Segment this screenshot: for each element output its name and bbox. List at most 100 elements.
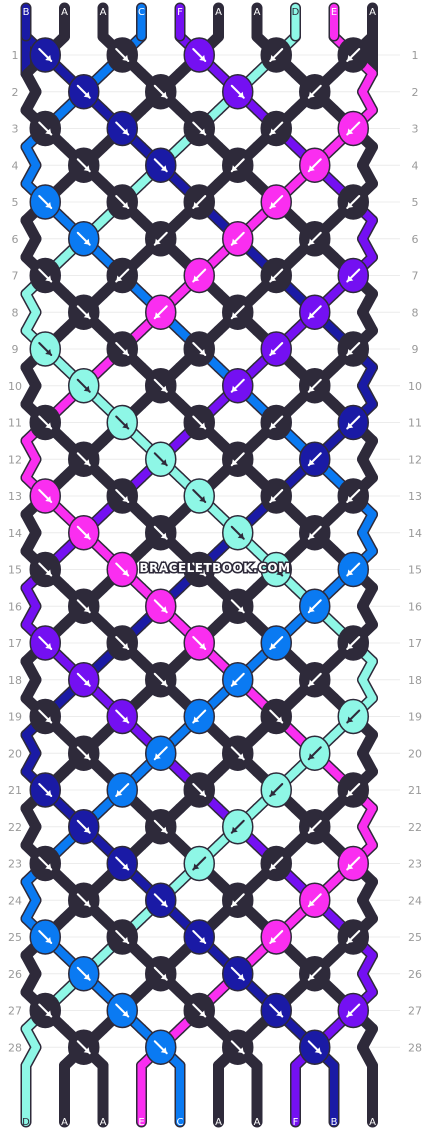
knot [260,845,292,882]
knot [299,441,331,477]
knot-arrow-head [122,863,129,870]
knot [299,147,331,183]
knot-arrow-head [199,128,206,135]
row-number-left: 27 [8,1005,22,1018]
knot [29,404,61,441]
row-number-left: 22 [8,821,22,834]
knot-arrow-head [83,679,90,686]
knot-arrow-head [270,201,277,208]
row-number-left: 7 [12,270,19,283]
row-number-right: 15 [408,564,422,577]
knot-arrow-head [45,495,52,502]
top-strand-letter: E [331,7,337,18]
knot-arrow-head [154,238,161,245]
knot-arrow-head [308,385,315,392]
knot [145,147,177,183]
row-number-right: 19 [408,711,422,724]
knot-arrow-head [160,91,167,98]
row-number-left: 24 [8,894,22,907]
knot [145,74,177,110]
knot-arrow-head [308,826,315,833]
knot [337,37,369,73]
knot-arrow-head [154,312,161,319]
knot [299,1029,331,1065]
knot [106,404,138,441]
knot-arrow-head [199,789,206,796]
knot [106,919,138,955]
knot-arrow-head [231,165,238,172]
knot [106,992,138,1029]
knot [299,882,331,918]
row-number-right: 3 [412,123,419,136]
row-number-right: 11 [408,417,422,430]
knot [106,845,138,882]
row-number-left: 15 [8,564,22,577]
knot [145,441,177,477]
row-number-left: 25 [8,931,22,944]
knot [29,992,61,1029]
knot-arrow-head [45,716,52,723]
knot [299,735,331,771]
knot [337,845,369,882]
knot-arrow-head [160,532,167,539]
knot [299,74,331,110]
knot-arrow-head [116,789,123,796]
knot-arrow-head [231,459,238,466]
knot [260,625,292,661]
knot [183,110,215,147]
knot [260,331,292,367]
knot-arrow-head [270,128,277,135]
row-number-left: 16 [8,600,22,613]
knot [260,551,292,588]
knot [29,184,61,220]
knot [299,662,331,698]
knot [145,221,177,257]
row-number-right: 1 [412,49,419,62]
knot [68,74,100,110]
knot [106,478,138,514]
knot [29,625,61,661]
knot [145,294,177,330]
knot-arrow-head [45,936,52,943]
row-number-left: 14 [8,527,22,540]
knot [29,698,61,735]
row-number-left: 9 [12,343,19,356]
row-number-left: 28 [8,1041,22,1054]
knot-arrow-head [347,348,354,355]
row-number-right: 9 [412,343,419,356]
knot-arrow-head [276,1010,283,1017]
knot [106,625,138,661]
knot-arrow-head [347,54,354,61]
knot-arrow-head [122,422,129,429]
knot-arrow-head [237,973,244,980]
bottom-strand-letter: F [293,1117,299,1128]
row-number-right: 21 [408,784,422,797]
knot-arrow-head [160,606,167,613]
row-number-right: 25 [408,931,422,944]
knot-arrow-head [45,348,52,355]
knot-arrow-head [231,900,238,907]
knot [222,882,254,918]
knot-arrow-head [83,973,90,980]
bottom-strand-letter: A [61,1117,68,1128]
knot-arrow-head [45,569,52,576]
knot-arrow-head [83,165,90,172]
knot-arrow-head [347,1010,354,1017]
knot [106,551,138,588]
knot-arrow-head [314,1047,321,1054]
knot-arrow-head [347,789,354,796]
row-number-right: 26 [408,968,422,981]
knot-arrow-head [160,973,167,980]
knot [222,662,254,698]
knot [183,625,215,661]
watermark: BRACELETBOOK.COM [139,561,290,575]
knot [145,1029,177,1065]
knot-arrow-head [308,973,315,980]
top-strand-letter: A [369,7,376,18]
knot-arrow-head [122,642,129,649]
knot-arrow-head [160,679,167,686]
knot-arrow-head [45,422,52,429]
knot-arrow-head [237,532,244,539]
row-number-right: 16 [408,600,422,613]
